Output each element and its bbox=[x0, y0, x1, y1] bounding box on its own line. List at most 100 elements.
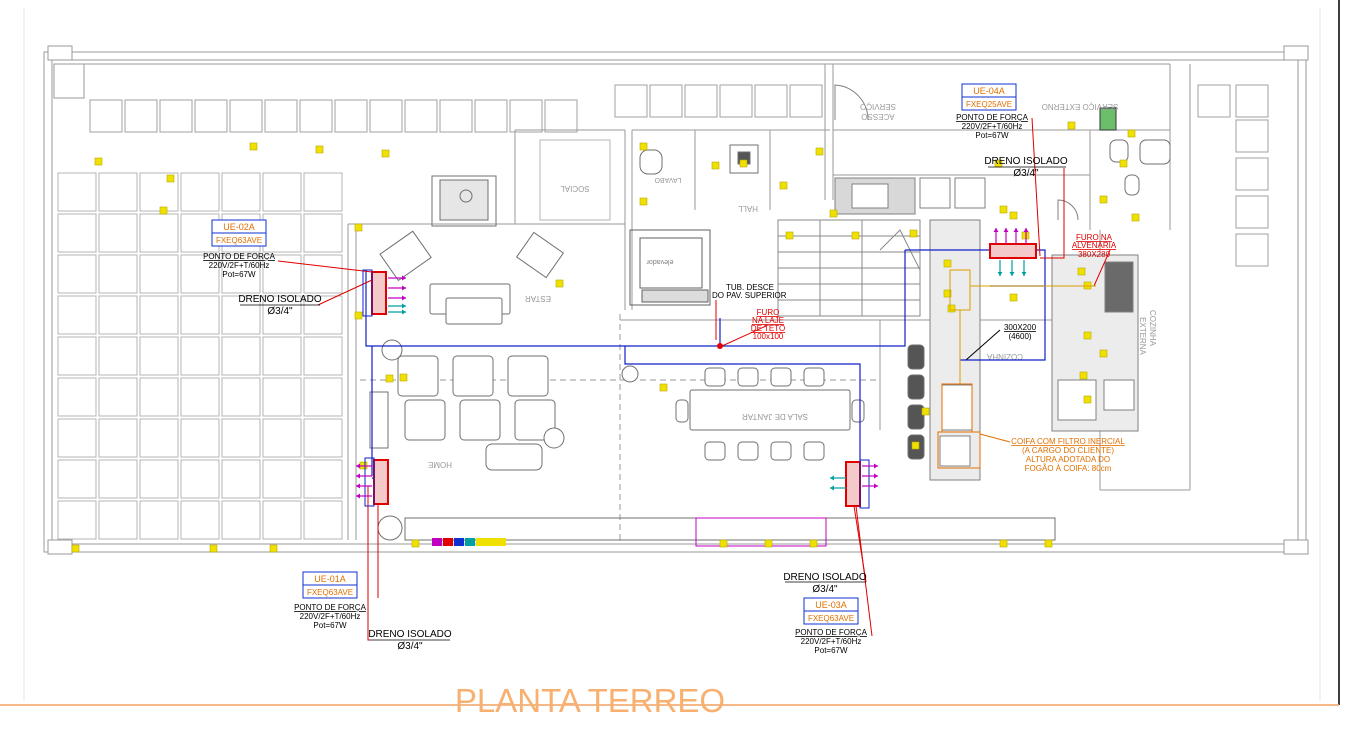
electrical-point bbox=[711, 161, 720, 170]
airflow-arrowhead bbox=[874, 463, 878, 469]
airflow-arrowhead bbox=[1013, 228, 1019, 232]
airflow-arrowhead bbox=[1023, 228, 1029, 232]
ue04a-power-title: PONTO DE FORÇA bbox=[956, 113, 1029, 122]
electrical-point bbox=[354, 223, 363, 232]
electrical-point bbox=[639, 197, 648, 206]
terrace-tile bbox=[180, 336, 220, 376]
ue04a-tag: UE-04A bbox=[973, 86, 1005, 96]
ue03a-power-pot: Pot=67W bbox=[814, 646, 848, 655]
callout-ue02a: UE-02A FXEQ63AVE PONTO DE FORÇA 220V/2F+… bbox=[203, 219, 322, 317]
note-tub: TUB. DESCE DO PAV. SUPERIOR bbox=[712, 283, 787, 300]
electrical-point bbox=[315, 145, 324, 154]
terrace-tile bbox=[221, 377, 261, 417]
terrace-tile bbox=[98, 172, 138, 212]
doors bbox=[834, 84, 1079, 221]
bathroom-fixtures bbox=[639, 107, 1171, 196]
electrical-point bbox=[947, 304, 956, 313]
note-furo-laje-2: NA LAJE bbox=[752, 316, 784, 325]
electrical-point bbox=[909, 229, 918, 238]
airflow-arrowhead bbox=[402, 303, 406, 309]
terrace-tile bbox=[303, 377, 343, 417]
ceiling-hole-marker bbox=[717, 343, 723, 349]
electrical-points bbox=[71, 121, 1140, 553]
terrace-tile bbox=[303, 213, 343, 253]
electrical-point bbox=[639, 142, 648, 151]
note-duct-2: (4600) bbox=[1008, 332, 1031, 341]
terrace-tile bbox=[262, 459, 302, 499]
terrace-tile bbox=[221, 459, 261, 499]
staircase bbox=[777, 219, 921, 317]
electrical-point bbox=[779, 181, 788, 190]
electrical-point bbox=[1099, 195, 1108, 204]
electrical-point bbox=[1044, 539, 1053, 548]
electrical-point bbox=[1067, 121, 1076, 130]
callout-ue01a: UE-01A FXEQ63AVE PONTO DE FORÇA 220V/2F+… bbox=[294, 571, 452, 652]
terrace-tile bbox=[180, 377, 220, 417]
electrical-point bbox=[1009, 211, 1018, 220]
ue04a-power-pot: Pot=67W bbox=[975, 131, 1009, 140]
terrace-tile bbox=[98, 254, 138, 294]
note-furo-laje-4: 100x100 bbox=[753, 332, 784, 341]
ue01a-tag: UE-01A bbox=[314, 574, 346, 584]
electrical-point bbox=[1083, 395, 1092, 404]
refrigerant-piping bbox=[365, 249, 1046, 479]
ue02a-power-title: PONTO DE FORÇA bbox=[203, 252, 276, 261]
electrical-point bbox=[764, 539, 773, 548]
electrical-point bbox=[999, 205, 1008, 214]
electrical-point bbox=[1127, 129, 1136, 138]
electrical-point bbox=[815, 147, 824, 156]
outer-walls bbox=[43, 45, 1309, 555]
ue03a-drain-size: Ø3/4" bbox=[812, 584, 838, 595]
terrace-tile bbox=[262, 500, 302, 540]
ue01a-power-spec: 220V/2F+T/60Hz bbox=[300, 612, 361, 621]
airflow-arrowhead bbox=[993, 228, 999, 232]
terrace-tile bbox=[98, 377, 138, 417]
ue04a-power-spec: 220V/2F+T/60Hz bbox=[962, 122, 1023, 131]
note-furo-laje: FURO NA LAJE DE TETO 100x100 bbox=[751, 308, 785, 341]
terrace-tile bbox=[180, 418, 220, 458]
indoor-unit-ue01a bbox=[364, 457, 389, 507]
note-furo-alvenaria: FURO NA ALVENARIA 380X280 bbox=[1072, 233, 1117, 259]
electrical-point bbox=[249, 142, 258, 151]
terrace-tile bbox=[262, 172, 302, 212]
note-tub-line2: DO PAV. SUPERIOR bbox=[712, 291, 787, 300]
electrical-point bbox=[719, 539, 728, 548]
terrace-tile bbox=[221, 172, 261, 212]
airflow-arrowhead bbox=[356, 473, 360, 479]
terrace-tile bbox=[98, 336, 138, 376]
terrace-tile bbox=[180, 295, 220, 335]
ue04a-model: FXEQ25AVE bbox=[966, 100, 1012, 109]
electrical-point bbox=[385, 374, 394, 383]
terrace-tile bbox=[180, 254, 220, 294]
window-row bbox=[89, 84, 1269, 267]
electrical-point bbox=[94, 157, 103, 166]
terrace-tile bbox=[57, 459, 97, 499]
ue04a-drain-size: Ø3/4" bbox=[1013, 168, 1039, 179]
terrace-tile bbox=[57, 213, 97, 253]
ue03a-power-title: PONTO DE FORÇA bbox=[795, 628, 868, 637]
room-label-home: HOME bbox=[428, 460, 452, 469]
note-furo-alv-1: FURO NA bbox=[1076, 233, 1113, 242]
airflow-arrowhead bbox=[874, 473, 878, 479]
terrace-tile bbox=[180, 500, 220, 540]
terrace-tile bbox=[139, 213, 179, 253]
callout-ue03a: DRENO ISOLADO Ø3/4" UE-03A FXEQ63AVE PON… bbox=[783, 572, 867, 655]
electrical-point bbox=[1077, 267, 1086, 276]
ue01a-model: FXEQ63AVE bbox=[307, 588, 353, 597]
electrical-point bbox=[785, 231, 794, 240]
electrical-point bbox=[829, 209, 838, 218]
furniture bbox=[369, 230, 1056, 541]
room-label-cozinha-ext-1: COZINHA bbox=[1148, 310, 1157, 347]
terrace-tile bbox=[139, 459, 179, 499]
electrical-point bbox=[354, 311, 363, 320]
terrace-tile bbox=[139, 254, 179, 294]
airflow-arrowhead bbox=[874, 483, 878, 489]
terrace-tile bbox=[139, 172, 179, 212]
terrace-tile bbox=[180, 459, 220, 499]
ue02a-power-pot: Pot=67W bbox=[222, 270, 256, 279]
room-label-social: SOCIAL bbox=[560, 184, 590, 193]
room-label-estar: ESTAR bbox=[525, 294, 551, 303]
social-niche bbox=[539, 139, 611, 221]
